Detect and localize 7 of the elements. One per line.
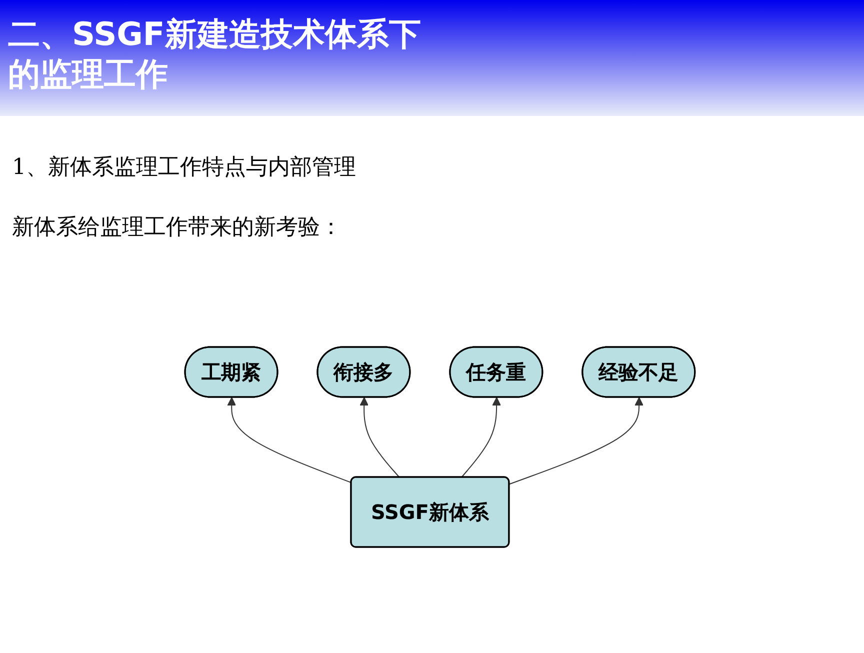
arrow xyxy=(227,397,352,484)
arrow xyxy=(360,397,400,478)
arrow xyxy=(509,397,644,485)
intro-text: 新体系给监理工作带来的新考验： xyxy=(12,214,343,242)
section-heading: 1、新体系监理工作特点与内部管理 xyxy=(12,154,357,182)
slide-title: 二、SSGF新建造技术体系下的监理工作 xyxy=(8,14,422,94)
arrow xyxy=(460,397,502,478)
